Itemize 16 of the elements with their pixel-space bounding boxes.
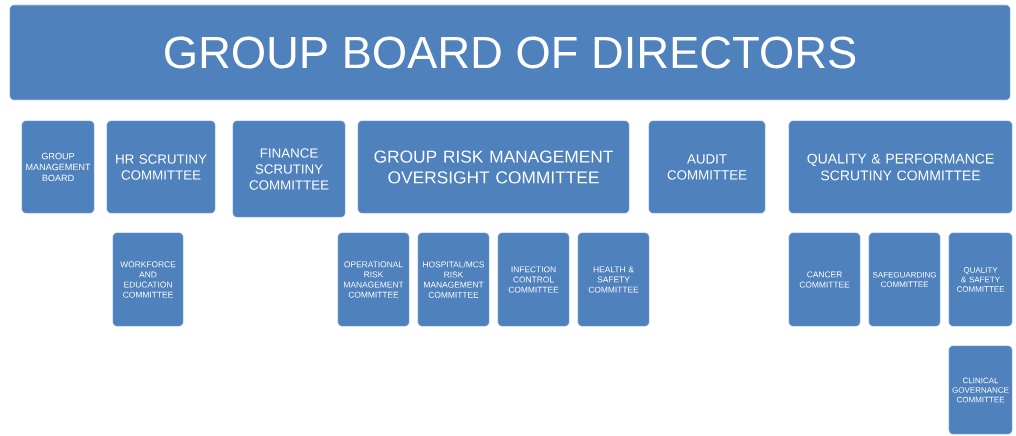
committee-box: OPERATIONAL RISK MANAGEMENT COMMITTEE <box>337 232 410 327</box>
committee-box: WORKFORCE AND EDUCATION COMMITTEE <box>112 232 184 327</box>
committee-box: QUALITY & SAFETY COMMITTEE <box>948 232 1013 327</box>
committee-box: QUALITY & PERFORMANCE SCRUTINY COMMITTEE <box>788 120 1013 214</box>
committee-box: GROUP RISK MANAGEMENT OVERSIGHT COMMITTEE <box>357 120 630 214</box>
title-banner: GROUP BOARD OF DIRECTORS <box>9 4 1011 101</box>
committee-box: AUDIT COMMITTEE <box>648 120 766 214</box>
committee-box: CLINICAL GOVERNANCE COMMITTEE <box>948 345 1013 435</box>
committee-box: FINANCE SCRUTINY COMMITTEE <box>232 120 346 218</box>
committee-box: SAFEGUARDING COMMITTEE <box>868 232 941 327</box>
committee-box: HEALTH & SAFETY COMMITTEE <box>577 232 650 327</box>
committee-box: CANCER COMMITTEE <box>788 232 861 327</box>
committee-box: HR SCRUTINY COMMITTEE <box>106 120 216 214</box>
committee-box: GROUP MANAGEMENT BOARD <box>21 120 95 214</box>
committee-box: INFECTION CONTROL COMMITTEE <box>497 232 570 327</box>
committee-box: HOSPITAL/MCS RISK MANAGEMENT COMMITTEE <box>417 232 490 327</box>
